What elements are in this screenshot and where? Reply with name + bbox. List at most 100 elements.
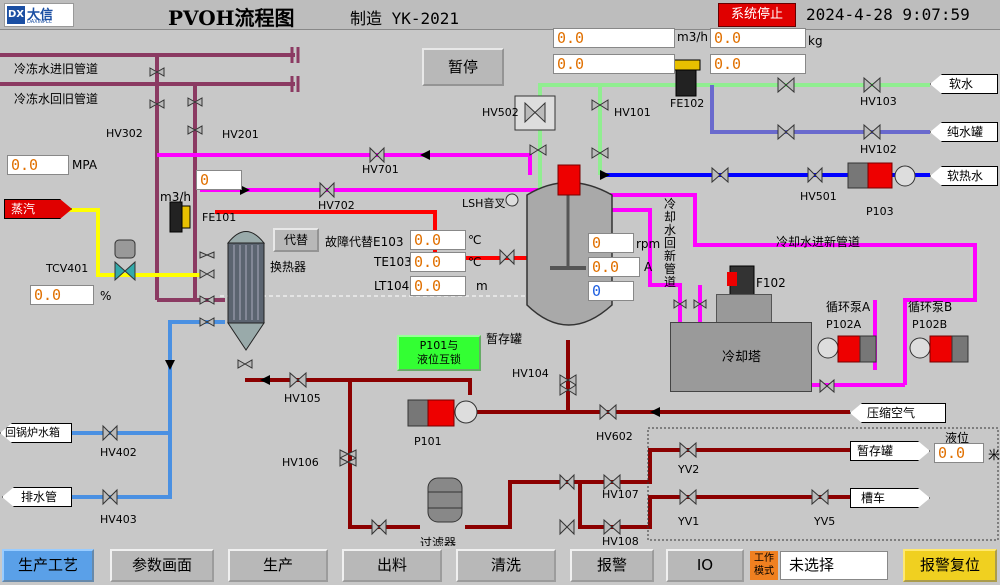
hv101-label: HV101 bbox=[614, 106, 651, 119]
soft-water-tag: 软水 bbox=[930, 74, 998, 94]
p102b-label: P102B bbox=[912, 318, 948, 331]
cooling-in-new-label: 冷却水进新管道 bbox=[776, 235, 861, 249]
cooling-tower-roof bbox=[716, 294, 772, 324]
datetime-display: 2024-4-28 9:07:59 bbox=[806, 5, 970, 24]
lt104-reading: 0.0 bbox=[410, 276, 466, 296]
fe101-flow-unit: m3/h bbox=[160, 190, 191, 204]
tank-level-reading: 0.0 bbox=[934, 443, 984, 463]
pump-b-label: 循环泵B bbox=[908, 300, 953, 314]
nav-io[interactable]: IO bbox=[666, 549, 744, 582]
process-diagram bbox=[0, 47, 999, 541]
steam-tag: 蒸汽 bbox=[4, 199, 72, 219]
hv702-label: HV702 bbox=[318, 199, 355, 212]
te103-label: TE103 bbox=[374, 255, 412, 269]
hv102-label: HV102 bbox=[860, 143, 897, 156]
bottom-nav: 生产工艺 参数画面 生产 出料 清洗 报警 IO 工作模式 未选择 报警复位 bbox=[0, 546, 1000, 585]
nav-production[interactable]: 生产 bbox=[228, 549, 328, 582]
e103-label: 故障代替E103 bbox=[325, 235, 404, 249]
maker-label: 制造 YK-2021 bbox=[350, 9, 460, 28]
hv104-label: HV104 bbox=[512, 367, 549, 380]
logo-name: 大信 bbox=[27, 8, 54, 23]
cooling-tower-label: 冷却塔 bbox=[722, 350, 762, 365]
hv106-label: HV106 bbox=[282, 456, 319, 469]
nav-discharge[interactable]: 出料 bbox=[342, 549, 442, 582]
e103-unit: ℃ bbox=[468, 233, 482, 247]
interlock-button[interactable]: P101与 液位互锁 bbox=[397, 335, 481, 371]
tank-level-unit: 米 bbox=[988, 448, 1000, 462]
cooling-return-new-label: 冷却水回新管道 bbox=[664, 197, 677, 289]
chill-pipes bbox=[0, 53, 295, 302]
mass-reading-1: 0.0 bbox=[710, 28, 806, 48]
hv701-label: HV701 bbox=[362, 163, 399, 176]
mode-label: 工作模式 bbox=[750, 551, 778, 580]
fe101-label: FE101 bbox=[202, 211, 237, 224]
nav-process[interactable]: 生产工艺 bbox=[2, 549, 94, 582]
chill-in-label: 冷冻水进旧管道 bbox=[14, 62, 99, 76]
tank-truck-tag: 槽车 bbox=[850, 488, 930, 508]
nav-cleaning[interactable]: 清洗 bbox=[456, 549, 556, 582]
f102-label: F102 bbox=[756, 276, 786, 290]
mass-reading-2: 0.0 bbox=[710, 54, 806, 74]
nav-alarm[interactable]: 报警 bbox=[570, 549, 654, 582]
pressure-reading: 0.0 bbox=[7, 155, 69, 175]
company-logo: DX 大信 DAXINPLC bbox=[4, 3, 74, 27]
valve-symbols bbox=[102, 67, 881, 536]
tank-level-label: 液位 bbox=[945, 431, 970, 445]
lsh-label: LSH音叉 bbox=[462, 197, 506, 210]
hv105-label: HV105 bbox=[284, 392, 321, 405]
fe102-label: FE102 bbox=[670, 97, 705, 110]
header-bar: DX 大信 DAXINPLC PVOH流程图 制造 YK-2021 系统停止 2… bbox=[0, 0, 1000, 30]
p103-label: P103 bbox=[866, 205, 894, 218]
hv107-label: HV107 bbox=[602, 488, 639, 501]
drain-tag: 排水管 bbox=[2, 487, 72, 507]
hv103-label: HV103 bbox=[860, 95, 897, 108]
yv2-label: YV2 bbox=[678, 463, 700, 476]
p101-label: P101 bbox=[414, 435, 442, 448]
flow-reading-2: 0.0 bbox=[553, 54, 675, 74]
chill-return-label: 冷冻水回旧管道 bbox=[14, 92, 99, 106]
pump-p103-shape bbox=[847, 162, 916, 189]
te103-reading: 0.0 bbox=[410, 252, 466, 272]
hv302-label: HV302 bbox=[106, 127, 143, 140]
hv402-label: HV402 bbox=[100, 446, 137, 459]
hv501-label: HV501 bbox=[800, 190, 837, 203]
hv502-label: HV502 bbox=[482, 106, 519, 119]
fe101-flow-reading: 0 bbox=[196, 170, 242, 190]
current-reading: 0.0 bbox=[588, 257, 640, 277]
te103-unit: ℃ bbox=[468, 255, 482, 269]
logo-mark: DX bbox=[7, 6, 25, 24]
system-status-indicator[interactable]: 系统停止 bbox=[718, 3, 796, 27]
hv201-label: HV201 bbox=[222, 128, 259, 141]
yv5-label: YV5 bbox=[814, 515, 836, 528]
hv602-label: HV602 bbox=[596, 430, 633, 443]
mode-value[interactable]: 未选择 bbox=[780, 551, 888, 580]
pure-water-tag: 纯水罐 bbox=[930, 122, 998, 142]
page-title: PVOH流程图 bbox=[168, 6, 295, 30]
tcv401-label: TCV401 bbox=[46, 262, 89, 275]
cooling-tower bbox=[670, 322, 812, 392]
p102a-label: P102A bbox=[826, 318, 862, 331]
nav-parameters[interactable]: 参数画面 bbox=[110, 549, 214, 582]
temp-tank-label: 暂存罐 bbox=[486, 332, 523, 346]
soft-hot-water-tag: 软热水 bbox=[930, 166, 998, 186]
pump-p102a-shape bbox=[817, 335, 877, 363]
yv1-label: YV1 bbox=[678, 515, 700, 528]
to-boiler-tag: 回锅炉水箱 bbox=[0, 423, 72, 443]
heat-exchanger-shape bbox=[226, 231, 266, 351]
logo-sub: DAXINPLC bbox=[27, 19, 53, 25]
pause-button[interactable]: 暂停 bbox=[422, 48, 504, 86]
pump-p102b-shape bbox=[909, 335, 969, 363]
flow-unit-1: m3/h bbox=[677, 30, 708, 44]
substitute-button[interactable]: 代替 bbox=[273, 228, 319, 252]
current-unit: A bbox=[644, 260, 653, 274]
alarm-reset-button[interactable]: 报警复位 bbox=[903, 549, 997, 582]
pressure-unit: MPA bbox=[72, 158, 98, 172]
extra-reading: 0 bbox=[588, 281, 634, 301]
rpm-unit: rpm bbox=[636, 237, 661, 251]
heat-exchanger-label: 换热器 bbox=[270, 260, 307, 274]
hv403-label: HV403 bbox=[100, 513, 137, 526]
flow-reading-1: 0.0 bbox=[553, 28, 675, 48]
lt104-unit: m bbox=[476, 279, 488, 293]
mass-unit-1: kg bbox=[808, 34, 823, 48]
compressed-air-tag: 压缩空气 bbox=[850, 403, 946, 423]
